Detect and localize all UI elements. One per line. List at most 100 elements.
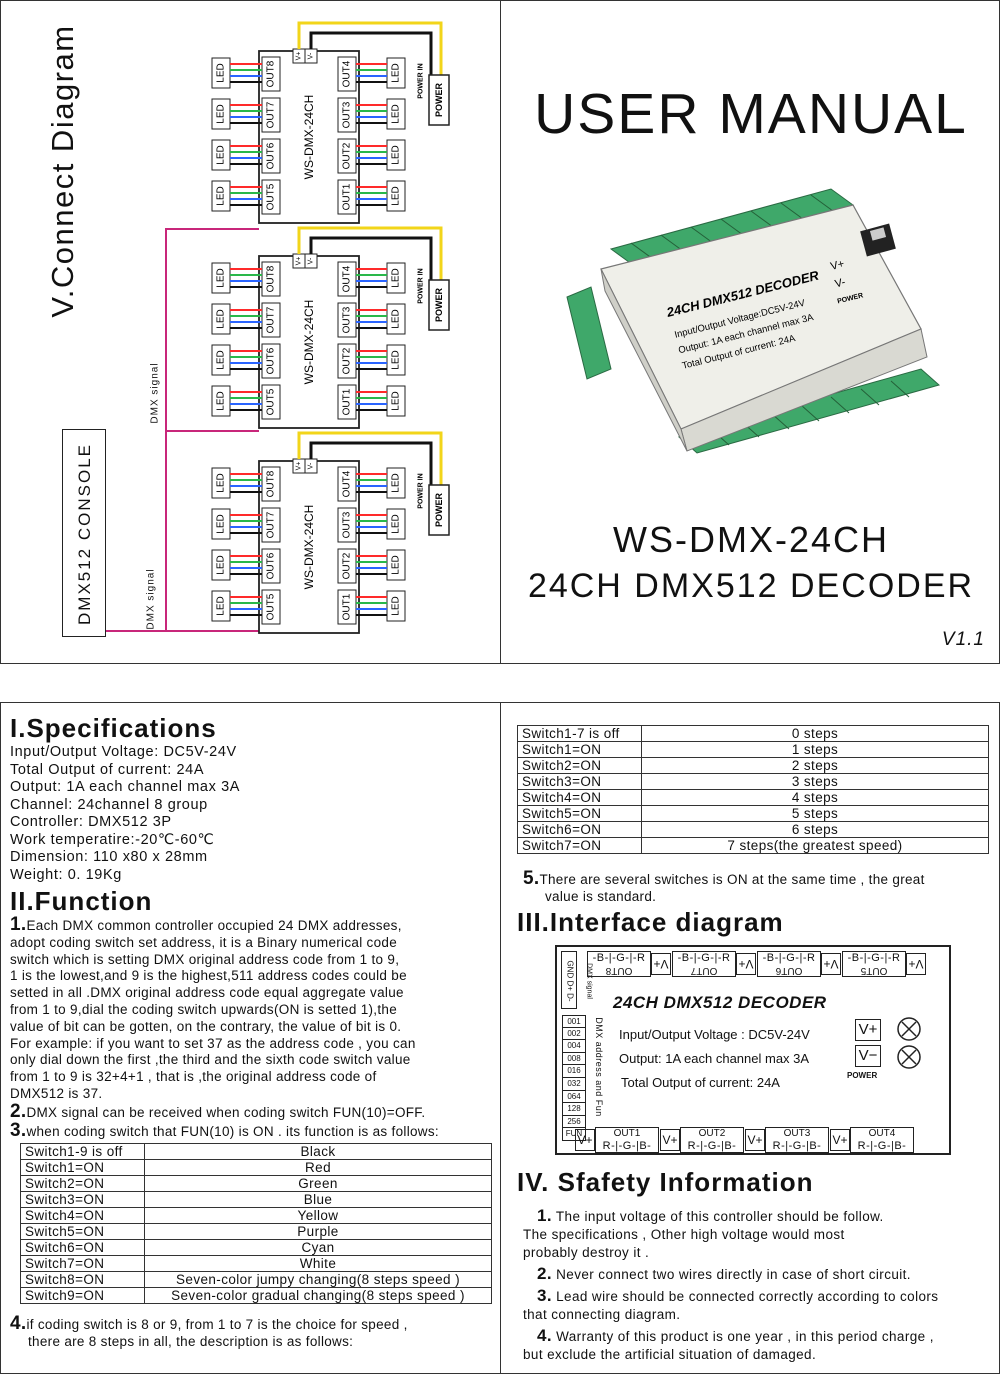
output-label: OUT6: [775, 965, 803, 976]
output-block: OUT7-B-|-G-|-R: [672, 951, 736, 977]
switch-cell: Switch2=ON: [517, 757, 642, 774]
p1-line: from 1 to 9 is 32+4+1 , that is ,the ori…: [10, 1069, 377, 1085]
safety-list: 1. The input voltage of this controller …: [523, 1206, 997, 1367]
led-box: [386, 57, 406, 89]
switch-cell: Switch6=ON: [517, 821, 642, 838]
output-label: OUT4: [342, 470, 353, 497]
safety-line: The input voltage of this controller sho…: [551, 1209, 884, 1224]
output-port: [337, 589, 357, 625]
p4-line1: if coding switch is 8 or 9, from 1 to 7 …: [26, 1317, 408, 1333]
output-label: OUT7: [266, 511, 277, 538]
rgb-pins: R-|-G-|B-: [772, 1140, 822, 1152]
output-label: OUT3: [342, 306, 353, 333]
result-cell: Red: [144, 1159, 492, 1177]
output-port: [337, 261, 357, 297]
safety-item: 3. Lead wire should be connected correct…: [523, 1287, 997, 1324]
vplus-pin: V+: [906, 953, 926, 975]
result-cell: Cyan: [144, 1239, 492, 1257]
led-box: [211, 508, 231, 540]
safety-number: 1.: [537, 1206, 552, 1225]
led-label: LED: [216, 104, 227, 123]
decoder-label: WS-DMX-24CH: [302, 300, 316, 385]
output-label: OUT8: [605, 965, 633, 976]
output-label: OUT1: [342, 183, 353, 210]
power-wire: [297, 226, 443, 280]
led-box: [211, 303, 231, 335]
output-port: [261, 302, 281, 338]
p1-line: For example: if you want to set 37 as th…: [10, 1035, 416, 1051]
result-cell: Seven-color gradual changing(8 steps spe…: [144, 1287, 492, 1305]
output-port: [261, 466, 281, 502]
p1-line: switch which is setting DMX original add…: [10, 951, 400, 967]
rgb-pins: R-|-G-|B-: [687, 1140, 737, 1152]
spec-item: Controller: DMX512 3P: [10, 814, 172, 830]
output-label: OUT2: [342, 347, 353, 374]
connect-diagram-panel: V.Connect Diagram DMX512 CONSOLE DMX sig…: [0, 0, 502, 664]
safety-number: 2.: [537, 1264, 552, 1283]
interface-line2: Output: 1A each channel max 3A: [619, 1051, 810, 1066]
result-cell: 6 steps: [641, 821, 989, 838]
output-label: OUT5: [266, 183, 277, 210]
product-vplus: V+: [829, 258, 845, 273]
rgb-pins: -B-|-G-|-R: [677, 952, 731, 964]
interface-power-label: POWER: [847, 1071, 878, 1080]
cover-panel: USER MANUAL 24CH DMX512 DECODER Input/Ou: [500, 0, 1000, 664]
result-cell: Blue: [144, 1191, 492, 1209]
result-cell: White: [144, 1255, 492, 1273]
p4-line2: there are 8 steps in all, the descriptio…: [28, 1334, 354, 1350]
power-wire: [297, 21, 443, 75]
output-port: [337, 138, 357, 174]
output-label: OUT4: [868, 1128, 896, 1139]
vminus-label: V-: [308, 462, 315, 469]
p5-line2: value is standard.: [545, 888, 657, 904]
power-in-label: POWER IN: [418, 268, 425, 303]
spec-item: Channel: 24channel 8 group: [10, 796, 208, 813]
dip-label: DMX address and Fun: [594, 1017, 604, 1117]
led-label: LED: [391, 268, 402, 287]
result-cell: 7 steps(the greatest speed): [641, 837, 989, 854]
led-label: LED: [391, 104, 402, 123]
switch-cell: Switch1-9 is off: [20, 1143, 145, 1161]
product-vminus: V-: [834, 276, 847, 290]
vplus-label: V+: [296, 257, 303, 266]
rgb-pins: R-|-G-|B-: [602, 1140, 652, 1152]
interface-line3: Total Output of current: 24A: [621, 1075, 780, 1090]
spec-item: Input/Output Voltage: DC5V-24V: [10, 744, 237, 760]
led-label: LED: [216, 63, 227, 82]
function-paragraph-1: 1.Each DMX common controller occupied 24…: [10, 915, 500, 1103]
output-label: OUT1: [342, 593, 353, 620]
p1-line: only dial down the first ,the third and …: [10, 1052, 411, 1068]
result-cell: 2 steps: [641, 757, 989, 774]
result-cell: 3 steps: [641, 773, 989, 790]
output-label: OUT2: [342, 552, 353, 579]
output-label: OUT7: [690, 965, 718, 976]
cover-title: USER MANUAL: [534, 82, 968, 146]
result-cell: 5 steps: [641, 805, 989, 822]
rgb-pins: -B-|-G-|-R: [592, 952, 646, 964]
led-label: LED: [391, 596, 402, 615]
output-port: [261, 261, 281, 297]
p1-line: setted in all .DMX original address code…: [10, 985, 404, 1001]
output-port: [261, 589, 281, 625]
output-label: OUT1: [613, 1128, 641, 1139]
power-box: [428, 74, 450, 126]
output-label: OUT3: [783, 1128, 811, 1139]
dip-value: 008: [562, 1052, 586, 1066]
output-port: [261, 179, 281, 215]
led-label: LED: [216, 186, 227, 205]
output-label: OUT8: [266, 265, 277, 292]
output-port: [261, 97, 281, 133]
safety-item: 4. Warranty of this product is one year …: [523, 1327, 997, 1364]
